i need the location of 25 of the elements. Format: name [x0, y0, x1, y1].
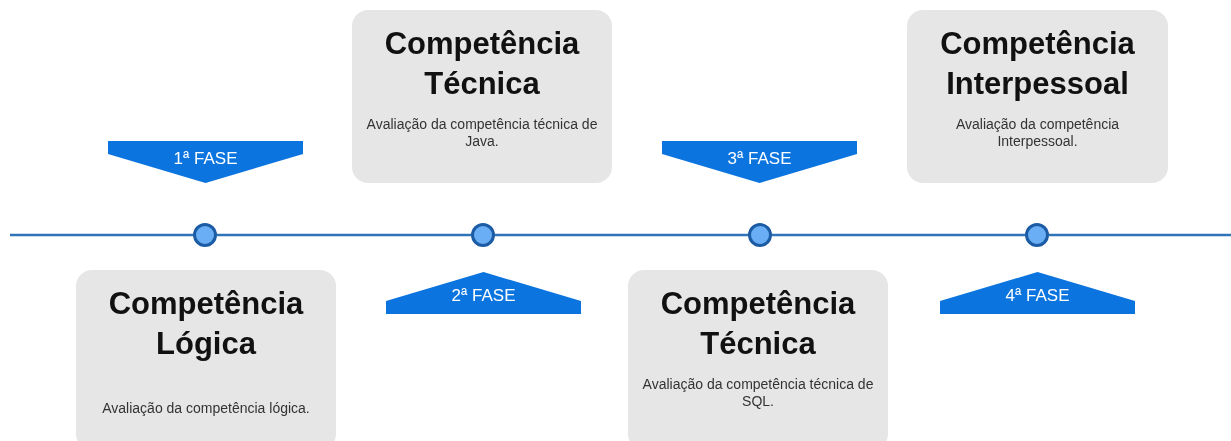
- timeline-line: [10, 233, 193, 237]
- card-heading: Competência Técnica: [383, 25, 581, 103]
- phase-label: 4ª FASE: [1005, 286, 1070, 306]
- phase-label: 1ª FASE: [173, 149, 238, 169]
- card-description: Avaliação da competência técnica de SQL.: [641, 376, 875, 410]
- stage-card: [907, 10, 1168, 183]
- phase-label: 3ª FASE: [727, 149, 792, 169]
- timeline-line: [217, 233, 471, 237]
- timeline-line: [1049, 233, 1231, 237]
- timeline-marker: [748, 223, 772, 247]
- phase-label: 2ª FASE: [451, 286, 516, 306]
- card-description: Avaliação da competência lógica.: [102, 400, 310, 417]
- timeline-marker: [1025, 223, 1049, 247]
- timeline-line: [495, 233, 748, 237]
- stage-card: [76, 270, 336, 441]
- card-description: Avaliação da competência técnica de Java.: [365, 116, 599, 150]
- timeline-marker: [471, 223, 495, 247]
- timeline-marker: [193, 223, 217, 247]
- card-heading: Competência Técnica: [659, 285, 857, 363]
- stage-card: [352, 10, 612, 183]
- card-heading: Competência Lógica: [107, 285, 305, 363]
- card-description: Avaliação da competência Interpessoal.: [954, 116, 1121, 150]
- stage-card: [628, 270, 888, 441]
- timeline-line: [772, 233, 1025, 237]
- card-heading: Competência Interpessoal: [939, 25, 1136, 103]
